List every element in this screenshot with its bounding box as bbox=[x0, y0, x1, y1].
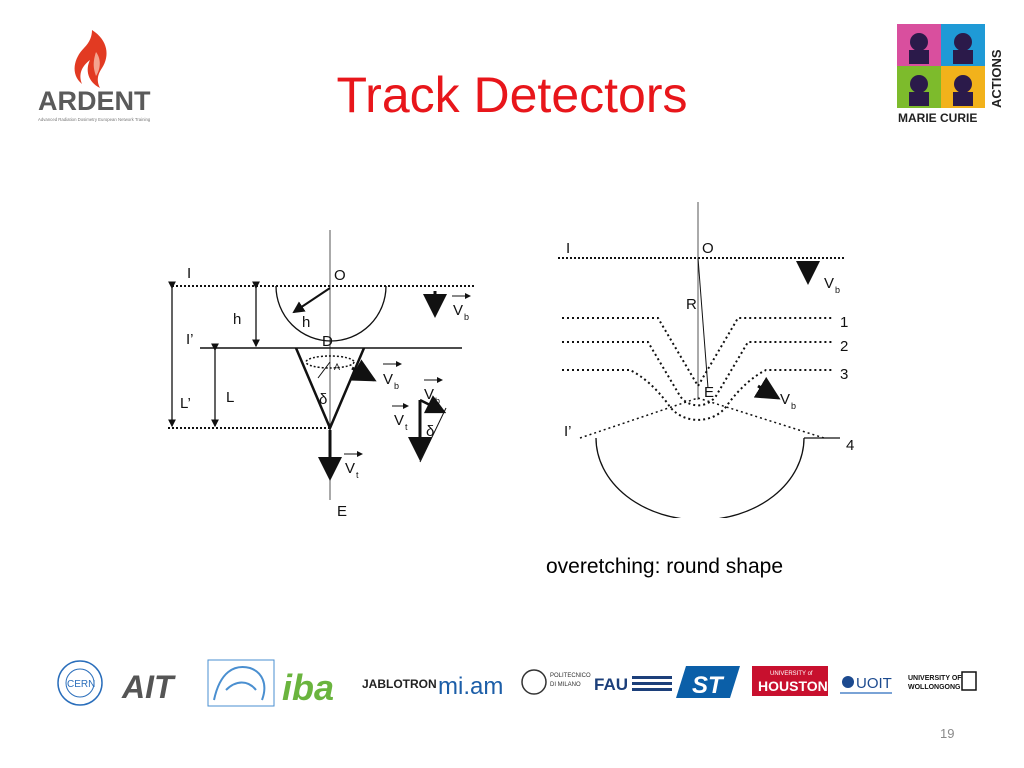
page-title: Track Detectors bbox=[336, 67, 688, 123]
label-r: R bbox=[686, 296, 697, 313]
flame-icon bbox=[74, 30, 107, 88]
svg-text:V: V bbox=[394, 412, 404, 429]
uoit-logo: UOIT bbox=[840, 675, 892, 694]
svg-text:b: b bbox=[435, 396, 440, 406]
miam-logo: mi.am bbox=[438, 673, 503, 700]
label-e: E bbox=[704, 384, 714, 401]
iba-logo: iba bbox=[282, 667, 334, 708]
ardent-logo: ARDENT Advanced Radiation Dosimetry Euro… bbox=[30, 22, 170, 127]
normal-etching-diagram: I O h h I’ D A L L’ δ δ E V b V b V b V bbox=[150, 225, 480, 525]
svg-text:HOUSTON: HOUSTON bbox=[758, 678, 828, 694]
label-i: I bbox=[566, 240, 570, 257]
svg-text:V: V bbox=[453, 302, 463, 319]
label-stage-2: 2 bbox=[840, 338, 848, 355]
svg-text:b: b bbox=[394, 381, 399, 391]
label-l-prime: L’ bbox=[180, 395, 191, 412]
label-i-prime: I’ bbox=[564, 423, 572, 440]
label-stage-3: 3 bbox=[840, 366, 848, 383]
wollongong-logo: UNIVERSITY OF WOLLONGONG bbox=[908, 671, 977, 691]
polimi-logo: POLITECNICO DI MILANO bbox=[521, 669, 591, 695]
label-vt-bottom: V t bbox=[344, 451, 363, 480]
label-vb: V b V b bbox=[780, 275, 840, 411]
svg-text:mi.am: mi.am bbox=[438, 673, 503, 700]
svg-text:UNIVERSITY OF: UNIVERSITY OF bbox=[908, 675, 962, 682]
svg-text:V: V bbox=[780, 391, 790, 408]
label-vt-side: V t bbox=[392, 403, 409, 432]
ardent-wordmark: ARDENT bbox=[38, 86, 151, 116]
label-vb-side: V b bbox=[424, 377, 443, 406]
label-vb-surface: V b bbox=[452, 293, 471, 322]
svg-text:ST: ST bbox=[692, 672, 725, 699]
label-d: D bbox=[322, 333, 333, 350]
marie-curie-text: MARIE CURIE bbox=[898, 111, 977, 125]
label-stage-4: 4 bbox=[846, 437, 854, 454]
svg-text:V: V bbox=[345, 460, 355, 477]
st-logo: ST bbox=[676, 666, 740, 699]
svg-text:b: b bbox=[791, 401, 796, 411]
fau-logo: FAU bbox=[594, 675, 672, 694]
svg-text:POLITECNICO: POLITECNICO bbox=[550, 673, 591, 679]
label-i-prime: I’ bbox=[186, 331, 194, 348]
svg-text:iba: iba bbox=[282, 667, 334, 708]
label-h-center: h bbox=[302, 314, 310, 331]
svg-text:FAU: FAU bbox=[594, 675, 628, 694]
label-e: E bbox=[337, 503, 347, 520]
ait-logo: AIT bbox=[121, 669, 176, 705]
svg-text:t: t bbox=[356, 470, 359, 480]
ardent-tagline: Advanced Radiation Dosimetry European Ne… bbox=[38, 117, 151, 122]
svg-text:UNIVERSITY of: UNIVERSITY of bbox=[770, 671, 813, 677]
svg-text:DI MILANO: DI MILANO bbox=[550, 682, 581, 688]
page-number: 19 bbox=[940, 726, 955, 741]
jablotron-logo: JABLOTRON bbox=[362, 677, 437, 691]
partner-logo-strip: CERN AIT iba JABLOTRON mi.am POLITECNICO… bbox=[40, 652, 990, 712]
svg-text:V: V bbox=[824, 275, 834, 292]
cern-logo: CERN bbox=[57, 660, 103, 706]
svg-text:b: b bbox=[835, 285, 840, 295]
label-i: I bbox=[187, 265, 191, 282]
houston-logo: UNIVERSITY of HOUSTON bbox=[752, 666, 828, 696]
actions-text: ACTIONS bbox=[989, 49, 1004, 108]
svg-text:V: V bbox=[424, 386, 434, 403]
svg-text:t: t bbox=[405, 422, 408, 432]
label-o: O bbox=[702, 240, 714, 257]
label-a: A bbox=[334, 362, 340, 372]
svg-text:CERN: CERN bbox=[67, 679, 95, 690]
svg-text:WOLLONGONG: WOLLONGONG bbox=[908, 684, 961, 691]
svg-text:UOIT: UOIT bbox=[856, 675, 892, 692]
ctu-lion-logo bbox=[207, 659, 275, 707]
label-h-left: h bbox=[233, 311, 241, 328]
label-l: L bbox=[226, 389, 234, 406]
svg-text:V: V bbox=[383, 371, 393, 388]
svg-text:JABLOTRON: JABLOTRON bbox=[362, 677, 437, 691]
label-delta-cone: δ bbox=[319, 391, 327, 408]
label-delta-side: δ bbox=[426, 423, 434, 440]
label-o: O bbox=[334, 267, 346, 284]
svg-text:AIT: AIT bbox=[121, 669, 176, 705]
label-stage-1: 1 bbox=[840, 314, 848, 331]
svg-text:b: b bbox=[464, 312, 469, 322]
overetching-diagram: I O R E I’ V b V b 1 2 3 4 bbox=[550, 198, 870, 521]
figure-caption: overetching: round shape bbox=[546, 555, 783, 578]
marie-curie-logo: MARIE CURIE ACTIONS bbox=[895, 22, 1005, 130]
label-vb-cone: V b bbox=[383, 361, 402, 391]
